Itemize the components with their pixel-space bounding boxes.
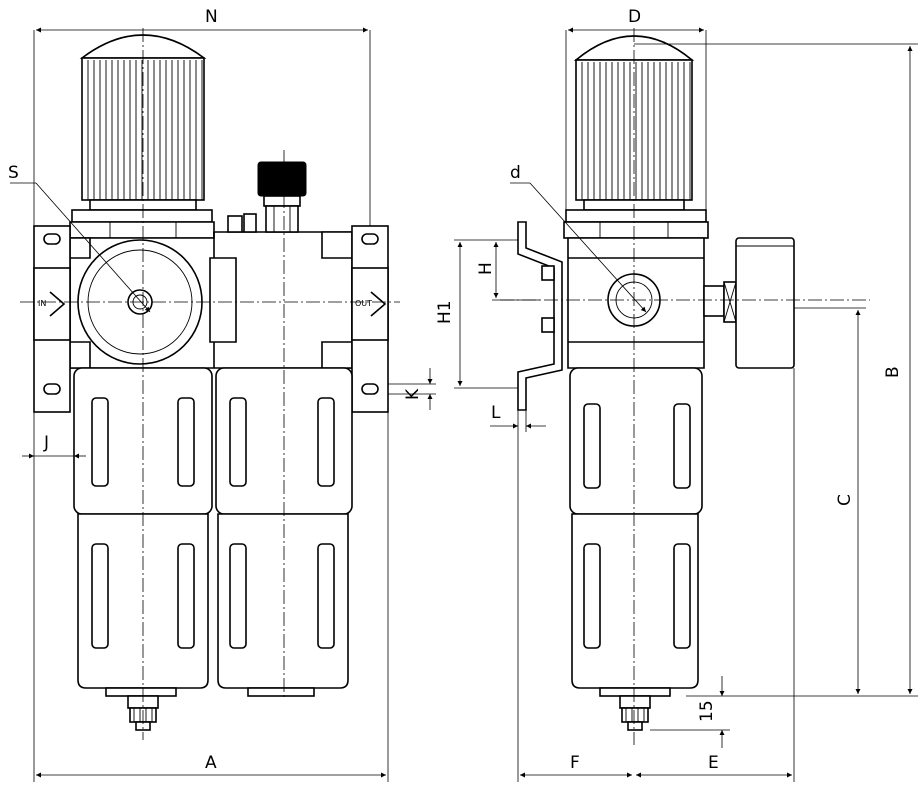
bottom-cap-side — [599, 687, 671, 697]
label-H: H — [476, 262, 496, 275]
bowl-upper-side — [569, 367, 703, 515]
bracket-side — [517, 221, 563, 411]
oil-fill-plug — [227, 161, 307, 233]
label-15: 15 — [697, 700, 717, 722]
lubricator-bowl-lower — [217, 513, 349, 689]
bowl-lower-side — [571, 513, 699, 689]
bonnet-ring-side — [565, 209, 707, 223]
front-view: IN OUT — [8, 7, 436, 782]
label-F: F — [570, 753, 580, 773]
label-L: L — [491, 403, 501, 423]
pressure-gauge-side — [703, 237, 795, 369]
bonnet-nut-side — [563, 221, 709, 239]
label-N: N — [205, 7, 218, 27]
lubricator-bottom-cap — [247, 687, 315, 697]
port-out-label: OUT — [355, 299, 372, 308]
body-side — [567, 237, 705, 369]
label-B: B — [883, 366, 903, 378]
label-H1: H1 — [435, 300, 455, 324]
label-A: A — [205, 753, 217, 773]
bonnet-nut — [69, 221, 215, 239]
right-bracket: OUT — [351, 225, 389, 413]
left-bracket: IN — [33, 225, 71, 413]
label-K: K — [403, 388, 423, 400]
bonnet-ring — [71, 209, 213, 223]
label-S: S — [8, 163, 19, 183]
drain-valve-side — [619, 695, 651, 731]
label-J: J — [43, 433, 49, 453]
label-E: E — [708, 753, 719, 773]
label-d: d — [510, 163, 521, 183]
label-D: D — [628, 7, 641, 27]
label-C: C — [835, 494, 855, 506]
port-in-label: IN — [38, 299, 46, 308]
filter-bottom-cap — [105, 687, 177, 697]
side-view: d D H H1 L F E B C — [435, 7, 918, 782]
